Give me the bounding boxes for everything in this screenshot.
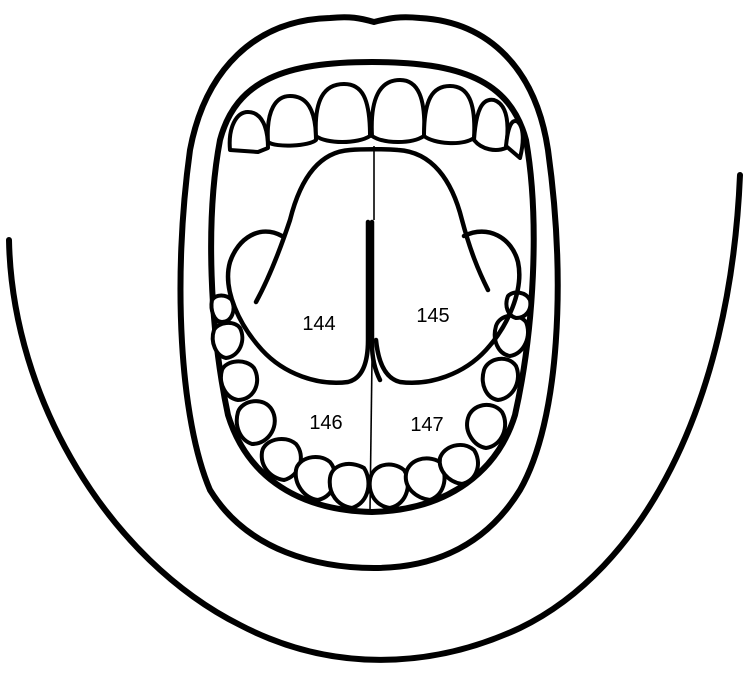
lower-tooth bbox=[370, 465, 408, 508]
lower-tooth bbox=[330, 464, 369, 508]
lower-tooth bbox=[213, 323, 243, 358]
upper-tooth bbox=[268, 96, 316, 146]
left-sublingual-fold bbox=[228, 222, 368, 383]
upper-tooth bbox=[372, 80, 425, 142]
lower-tooth bbox=[467, 405, 505, 448]
region-label-146: 146 bbox=[309, 412, 342, 434]
region-label-147: 147 bbox=[410, 414, 443, 436]
upper-tooth bbox=[230, 112, 268, 152]
chin-outline bbox=[9, 175, 740, 660]
upper-tooth bbox=[424, 86, 474, 143]
upper-tooth bbox=[506, 121, 523, 158]
lower-tooth bbox=[440, 445, 478, 484]
region-label-144: 144 bbox=[302, 313, 335, 335]
lower-tooth bbox=[221, 361, 257, 400]
lower-tooth bbox=[483, 359, 518, 400]
lower-tooth bbox=[237, 401, 275, 444]
upper-tooth bbox=[316, 84, 370, 142]
upper-teeth bbox=[230, 80, 523, 158]
region-label-145: 145 bbox=[416, 305, 449, 327]
upper-tooth bbox=[474, 100, 508, 150]
